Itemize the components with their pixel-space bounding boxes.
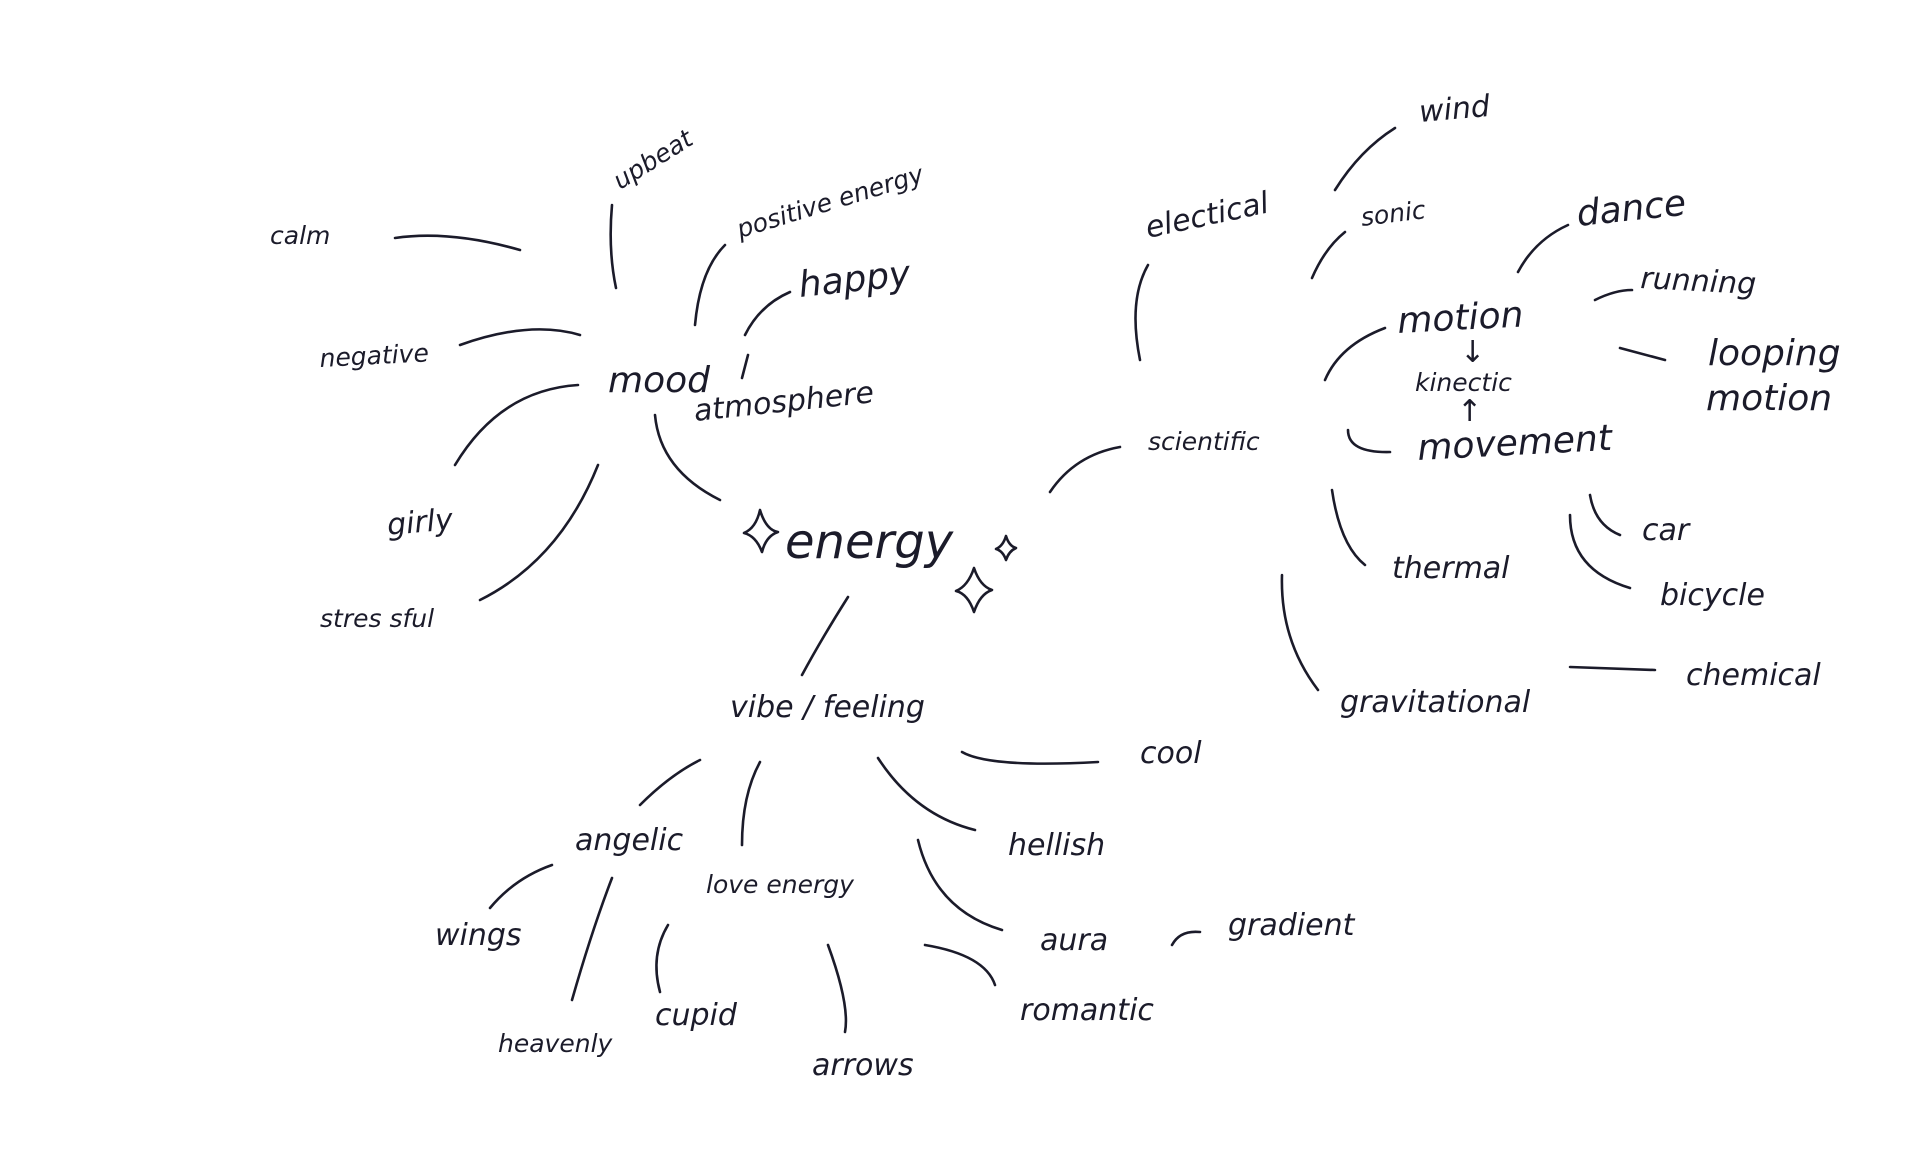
connector-angelic-wings [488, 863, 554, 910]
node-cupid: cupid [655, 998, 738, 1033]
node-mood: mood [608, 360, 711, 401]
node-gradient: gradient [1228, 908, 1356, 943]
node-calm: calm [270, 221, 330, 250]
connector-angelic-heavenly [570, 876, 614, 1002]
connector-vibe-romantic [923, 943, 997, 987]
node-electrical: electical [1142, 185, 1272, 245]
node-kinetic: kinectic [1415, 368, 1512, 397]
connector-scientific-gravitational [1280, 573, 1320, 692]
connector-movement-car [1588, 493, 1622, 537]
node-arrows: arrows [812, 1048, 914, 1083]
center-energy: energy [785, 514, 954, 570]
connector-mood-calm [393, 234, 522, 252]
node-aura: aura [1040, 923, 1108, 958]
node-chemical: chemical [1686, 658, 1821, 693]
connector-mood-atmosphere [740, 353, 750, 380]
connector-scientific-electrical [1134, 263, 1150, 362]
node-car: car [1642, 513, 1691, 548]
node-angelic: angelic [575, 823, 684, 858]
connector-vibe-cool [960, 750, 1100, 765]
connector-scientific-movement [1346, 428, 1392, 454]
node-negative: negative [319, 338, 430, 373]
node-thermal: thermal [1392, 551, 1510, 586]
connector-aura-gradient [1170, 930, 1202, 947]
node-happy: happy [797, 253, 913, 306]
connector-energy-vibe [800, 595, 850, 677]
node-running: running [1640, 261, 1757, 302]
node-positive-energy: positive energy [732, 159, 928, 244]
node-love-energy: love energy [706, 870, 855, 899]
connector-scientific-motion [1323, 326, 1387, 382]
connector-mood-positive-energy [693, 243, 727, 327]
connector-mood-negative [458, 328, 582, 347]
node-movement: movement [1416, 418, 1614, 469]
node-romantic: romantic [1020, 993, 1154, 1028]
node-bicycle: bicycle [1660, 578, 1765, 613]
connector-energy-mood [653, 413, 722, 502]
connector-motion-running [1593, 288, 1634, 302]
node-girly: girly [386, 502, 456, 543]
connector-mood-stressful [478, 463, 600, 602]
sparkle-icon [994, 534, 1018, 562]
connector-electrical-wind [1333, 126, 1397, 192]
node-wind: wind [1418, 89, 1493, 130]
node-looping: looping [1708, 333, 1841, 374]
connector-vibe-hellish [876, 756, 977, 832]
node-hellish: hellish [1008, 828, 1105, 863]
connector-motion-dance [1516, 223, 1570, 274]
connector-vibe-love-energy [740, 760, 762, 847]
connector-mood-upbeat [609, 203, 618, 290]
connector-mood-happy [743, 290, 792, 337]
node-scientific: scientific [1148, 427, 1260, 456]
node-stressful: stres sful [320, 604, 434, 633]
connector-chemical [1568, 665, 1657, 672]
node-atmosphere: atmosphere [692, 375, 875, 429]
connector-love-cupid [655, 923, 670, 994]
arrow-up-icon: ↑ [1457, 394, 1482, 429]
node-wings: wings [435, 918, 522, 953]
connector-energy-scientific [1048, 445, 1122, 494]
connector-vibe-aura [916, 838, 1004, 932]
node-motion: motion [1396, 294, 1524, 342]
node-sonic: sonic [1359, 195, 1427, 232]
arrow-down-icon: ↓ [1460, 335, 1485, 370]
sparkle-icon [742, 508, 780, 554]
connector-love-arrows [826, 943, 848, 1034]
connector-movement-bicycle [1568, 513, 1632, 590]
node-motion-sub: motion [1706, 378, 1832, 419]
node-vibe-feeling: vibe / feeling [730, 690, 925, 725]
connector-mood-girly [453, 383, 580, 467]
node-cool: cool [1140, 736, 1202, 771]
node-gravitational: gravitational [1340, 685, 1531, 720]
node-upbeat: upbeat [608, 123, 699, 195]
connector-vibe-angelic [638, 758, 702, 807]
connector-scientific-thermal [1330, 488, 1367, 567]
connector-motion-looping [1618, 346, 1667, 362]
node-heavenly: heavenly [498, 1029, 614, 1058]
connector-scientific-sonic [1310, 230, 1347, 280]
sparkle-icon [954, 566, 994, 614]
node-dance: dance [1575, 183, 1688, 235]
